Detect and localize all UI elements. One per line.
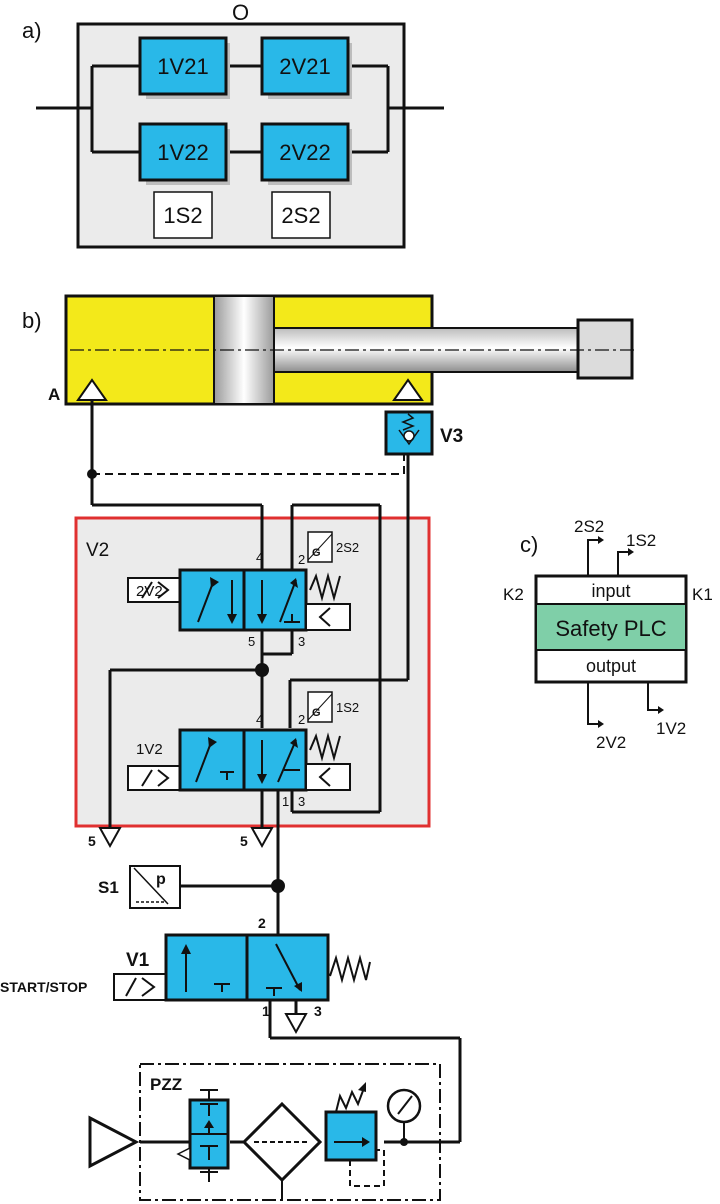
plc-in-1s2: 1S2 [626, 531, 656, 550]
panel-c: c) input Safety PLC output K2 K1 2S2 1S2… [503, 517, 713, 752]
sensor-2s2-icon [307, 531, 333, 563]
valve-2v2-port5: 5 [248, 634, 255, 649]
v1-port3: 3 [314, 1003, 322, 1019]
v1-exhaust [284, 1013, 308, 1035]
plc-output-label: output [586, 656, 636, 676]
valve-1v2-label: 1V2 [136, 741, 163, 758]
v1-port1: 1 [262, 1003, 270, 1019]
sensor-2s2-g: G [312, 547, 321, 559]
valve-2v2: 2V2 4 2 5 3 G 2S2 [127, 531, 359, 649]
plc-in-2s2: 2S2 [574, 517, 604, 536]
frl-dashed-box [139, 1063, 441, 1201]
plc-k2-tag: K2 [503, 585, 524, 604]
valve-1v22 [138, 122, 228, 182]
valve-1v22-label: 1V22 [157, 140, 208, 165]
valve-2v22-label: 2V22 [279, 140, 330, 165]
panel-b-letter: b) [22, 308, 42, 333]
exhaust-mid [250, 827, 274, 849]
valve-v1: V1 START/STOP 2 1 3 [0, 915, 371, 1035]
redundancy-block-label: O [232, 0, 249, 25]
valve-2v2-port2: 2 [298, 552, 305, 567]
valve-2v21-label: 2V21 [279, 54, 330, 79]
port-b-triangle [392, 378, 424, 401]
sensor-1s2 [153, 191, 213, 239]
valve-2v2-port3: 3 [298, 634, 305, 649]
v3-label: V3 [440, 426, 463, 447]
solenoid-1v2 [127, 765, 181, 791]
valve-1v21-label: 1V21 [157, 54, 208, 79]
panel-b: b) A [0, 294, 636, 1201]
pilot-line [92, 454, 405, 475]
rod-end [576, 318, 634, 380]
pressure-switch-s1: p S1 [98, 865, 181, 909]
solenoid-v1 [113, 973, 167, 1001]
frl-label: PZZ [150, 1075, 182, 1094]
s1-label: S1 [98, 878, 119, 897]
exhaust-mid-label: 5 [240, 833, 248, 849]
v1-port2: 2 [258, 915, 266, 931]
sensor-2s2-label: 2S2 [281, 203, 320, 228]
valve-1v2-port1: 1 [282, 794, 289, 809]
solenoid-2v2 [127, 577, 181, 603]
exhaust-left [98, 827, 122, 849]
valve-2v2-label: 2V2 [136, 583, 163, 600]
safety-plc-core [535, 603, 687, 651]
valve-1v2-port4: 4 [256, 712, 263, 727]
regulator [324, 1110, 378, 1162]
valve-1v21 [138, 36, 228, 96]
sensor-1s2-g: G [312, 707, 321, 719]
plc-input-label: input [591, 581, 630, 601]
s1-symbol: p [156, 871, 166, 888]
sensor-1s2-tag: 1S2 [336, 700, 359, 715]
plc-out-1v2: 1V2 [656, 719, 686, 738]
v2-block-label: V2 [86, 540, 109, 561]
valve-1v2-port2: 2 [298, 712, 305, 727]
exhaust-left-label: 5 [88, 833, 96, 849]
plc-title: Safety PLC [555, 616, 666, 641]
valve-2v22 [260, 122, 350, 182]
sensor-2s2 [271, 191, 331, 239]
valve-2v2-port4: 4 [256, 550, 263, 565]
frl-unit: PZZ [88, 1063, 441, 1201]
panel-a: a) O 1V21 2V21 1V22 2V22 1S2 2S2 [22, 0, 444, 249]
cylinder: A [48, 294, 636, 406]
plc-out-2v2: 2V2 [596, 733, 626, 752]
redundancy-block [76, 22, 406, 249]
panel-a-letter: a) [22, 18, 42, 43]
v1-input-label: START/STOP [0, 979, 87, 995]
supply-triangle [88, 1115, 140, 1169]
v1-label: V1 [126, 950, 150, 971]
check-valve-v3: V3 [384, 410, 463, 456]
sensor-1s2-label: 1S2 [163, 203, 202, 228]
valve-1v2: 1V2 4 2 1 3 G 1S2 [127, 691, 359, 809]
port-a-label: A [48, 385, 60, 404]
sensor-2s2-tag: 2S2 [336, 540, 359, 555]
valve-2v21 [260, 36, 350, 96]
panel-c-letter: c) [520, 532, 538, 557]
plc-k1-tag: K1 [692, 585, 713, 604]
valve-1v2-port3: 3 [298, 794, 305, 809]
